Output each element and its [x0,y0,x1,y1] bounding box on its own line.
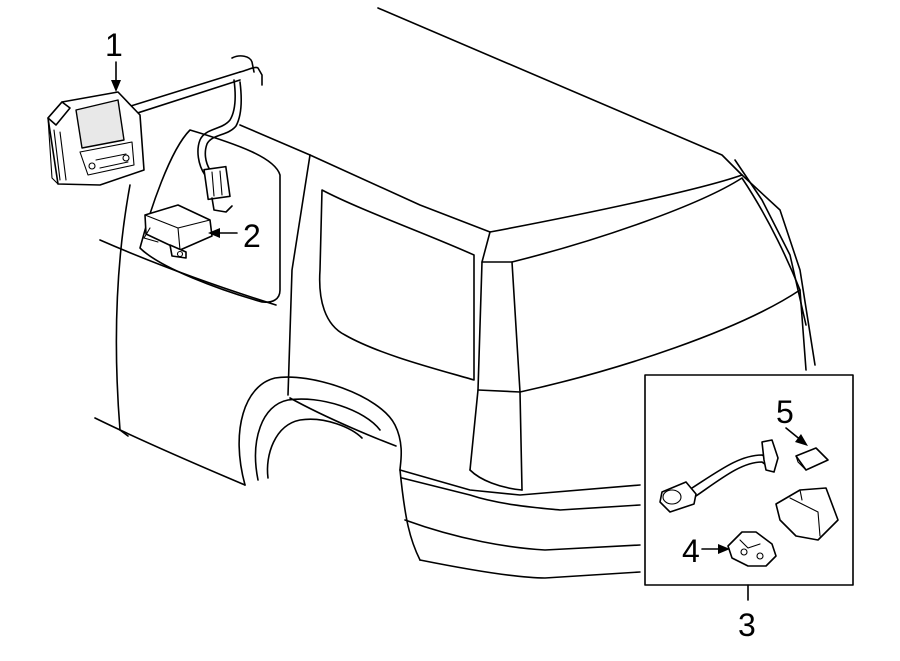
antenna-cable [117,55,263,213]
callout-1: 1 [105,27,123,63]
detail-inset-box [644,374,854,601]
part-4-bracket [727,531,777,567]
vehicle-body [94,7,816,579]
callout-arrows [111,61,808,554]
camera-harness [659,439,779,513]
callout-5: 5 [776,394,794,430]
callout-2: 2 [243,218,261,254]
camera-housing [775,487,839,541]
part-1-radio-unit [47,91,145,186]
callout-4: 4 [682,533,700,569]
part-2-control-module [143,204,213,259]
callout-3: 3 [738,607,756,643]
part-5-pad [795,447,829,471]
